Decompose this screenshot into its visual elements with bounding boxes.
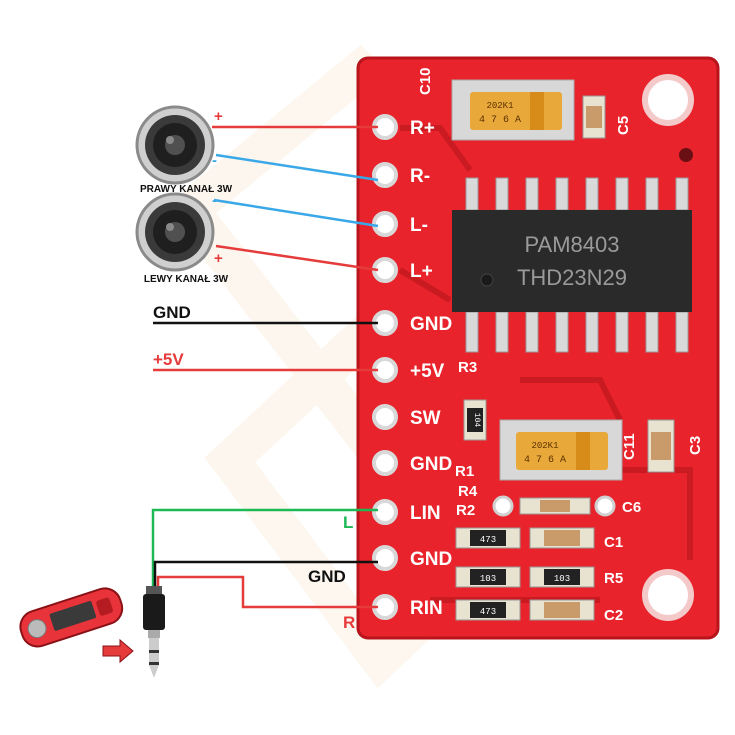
pin-label: RIN bbox=[410, 598, 443, 619]
gnd-label: GND bbox=[153, 303, 191, 322]
chip-pin bbox=[495, 311, 509, 353]
pin-hole bbox=[372, 211, 398, 237]
pin-label: L- bbox=[410, 215, 428, 236]
wire-audio-left bbox=[151, 508, 378, 590]
pin-hole bbox=[372, 499, 398, 525]
pin-label: LIN bbox=[410, 503, 441, 524]
chip-pin bbox=[585, 177, 599, 211]
chip-pin bbox=[555, 311, 569, 353]
chip-pin bbox=[465, 311, 479, 353]
chip-pin bbox=[615, 177, 629, 211]
chip-pin bbox=[675, 177, 689, 211]
resistor-code: 103 bbox=[480, 574, 496, 584]
audio-jack-plug bbox=[143, 586, 165, 678]
mounting-hole bbox=[642, 569, 694, 621]
chip-pin bbox=[465, 177, 479, 211]
tantalum-capacitor-c10: 202K1 4 7 6 A bbox=[451, 79, 575, 141]
left-speaker bbox=[135, 192, 215, 272]
resistor-code: 104 bbox=[472, 413, 481, 428]
ref-designator: C1 bbox=[604, 534, 623, 551]
chip-pin bbox=[585, 311, 599, 353]
audio-gnd-label: GND bbox=[308, 567, 346, 586]
audio-r-label: R bbox=[343, 613, 355, 632]
ref-designator: R3 bbox=[458, 359, 477, 376]
pin-label: R+ bbox=[410, 118, 435, 139]
resistor-code: 473 bbox=[480, 607, 496, 617]
via bbox=[679, 148, 693, 162]
pin-label: L+ bbox=[410, 261, 433, 282]
pin-header: R+ R- L- L+ GND +5V SW GND LIN GND RIN bbox=[372, 114, 452, 620]
ref-designator: C5 bbox=[615, 116, 632, 135]
chip-pin bbox=[495, 177, 509, 211]
wire-audio-right bbox=[156, 575, 378, 609]
minus-sign: - bbox=[212, 192, 217, 209]
pin-label: GND bbox=[410, 549, 452, 570]
resistor-array: 473 103 103 473 bbox=[455, 527, 595, 621]
cap-marking: 4 7 6 A bbox=[479, 115, 521, 126]
ref-designator: C3 bbox=[687, 436, 704, 455]
resistor-code: 473 bbox=[480, 535, 496, 545]
mp3-player-icon bbox=[19, 587, 124, 648]
pin-label: GND bbox=[410, 454, 452, 475]
right-speaker bbox=[135, 105, 215, 185]
audio-l-label: L bbox=[343, 513, 353, 532]
vcc-label: +5V bbox=[153, 350, 184, 369]
wires bbox=[151, 125, 379, 609]
plus-sign: + bbox=[214, 250, 223, 267]
cap-marking: 4 7 6 A bbox=[524, 455, 566, 466]
chip-pin bbox=[525, 311, 539, 353]
amplifier-board: R+ R- L- L+ GND +5V SW GND LIN GND RIN 202K1 4 7 6… bbox=[356, 56, 720, 640]
resistor-r3: 104 bbox=[463, 399, 487, 441]
pin-label: +5V bbox=[410, 361, 445, 382]
ref-designator: C6 bbox=[622, 499, 641, 516]
ceramic-capacitor-c3 bbox=[647, 419, 675, 473]
arrow-icon bbox=[102, 638, 134, 664]
plus-sign: + bbox=[214, 108, 223, 125]
pad-row bbox=[492, 495, 616, 517]
pam8403-chip: PAM8403 THD23N29 bbox=[452, 177, 692, 353]
ceramic-capacitor-c5 bbox=[582, 95, 606, 139]
right-speaker-label: PRAWY KANAŁ 3W bbox=[140, 184, 233, 195]
ref-designator: R2 bbox=[456, 502, 475, 519]
wire-right-negative bbox=[215, 153, 379, 182]
chip-pin bbox=[645, 311, 659, 353]
wire-audio-gnd bbox=[153, 560, 378, 590]
ref-designator: R4 bbox=[458, 483, 478, 500]
chip-marking-line1: PAM8403 bbox=[525, 232, 620, 257]
pin-hole bbox=[372, 450, 398, 476]
mounting-hole bbox=[642, 74, 694, 126]
chip-pin bbox=[675, 311, 689, 353]
ref-designator: R5 bbox=[604, 570, 623, 587]
resistor-code: 103 bbox=[554, 574, 570, 584]
pin-label: SW bbox=[410, 408, 441, 429]
ref-designator: C2 bbox=[604, 607, 623, 624]
ref-designator: C10 bbox=[417, 67, 434, 95]
pin-hole bbox=[372, 162, 398, 188]
pin-hole bbox=[372, 545, 398, 571]
pin-label: R- bbox=[410, 166, 430, 187]
minus-sign: - bbox=[212, 152, 217, 169]
chip-pin bbox=[645, 177, 659, 211]
pin-hole bbox=[372, 404, 398, 430]
chip-pin bbox=[555, 177, 569, 211]
left-speaker-label: LEWY KANAŁ 3W bbox=[144, 274, 229, 285]
pin-label: GND bbox=[410, 314, 452, 335]
tantalum-capacitor-c11: 202K1 4 7 6 A bbox=[499, 419, 623, 481]
wire-left-negative bbox=[213, 198, 379, 228]
cap-code: 202K1 bbox=[531, 441, 558, 451]
cap-code: 202K1 bbox=[486, 101, 513, 111]
chip-pin bbox=[615, 311, 629, 353]
chip-marking-line2: THD23N29 bbox=[517, 265, 627, 290]
ref-designator: R1 bbox=[455, 463, 474, 480]
ref-designator: C11 bbox=[621, 433, 638, 460]
chip-pin bbox=[525, 177, 539, 211]
wire-left-positive bbox=[215, 244, 379, 272]
chip-body bbox=[452, 210, 692, 312]
